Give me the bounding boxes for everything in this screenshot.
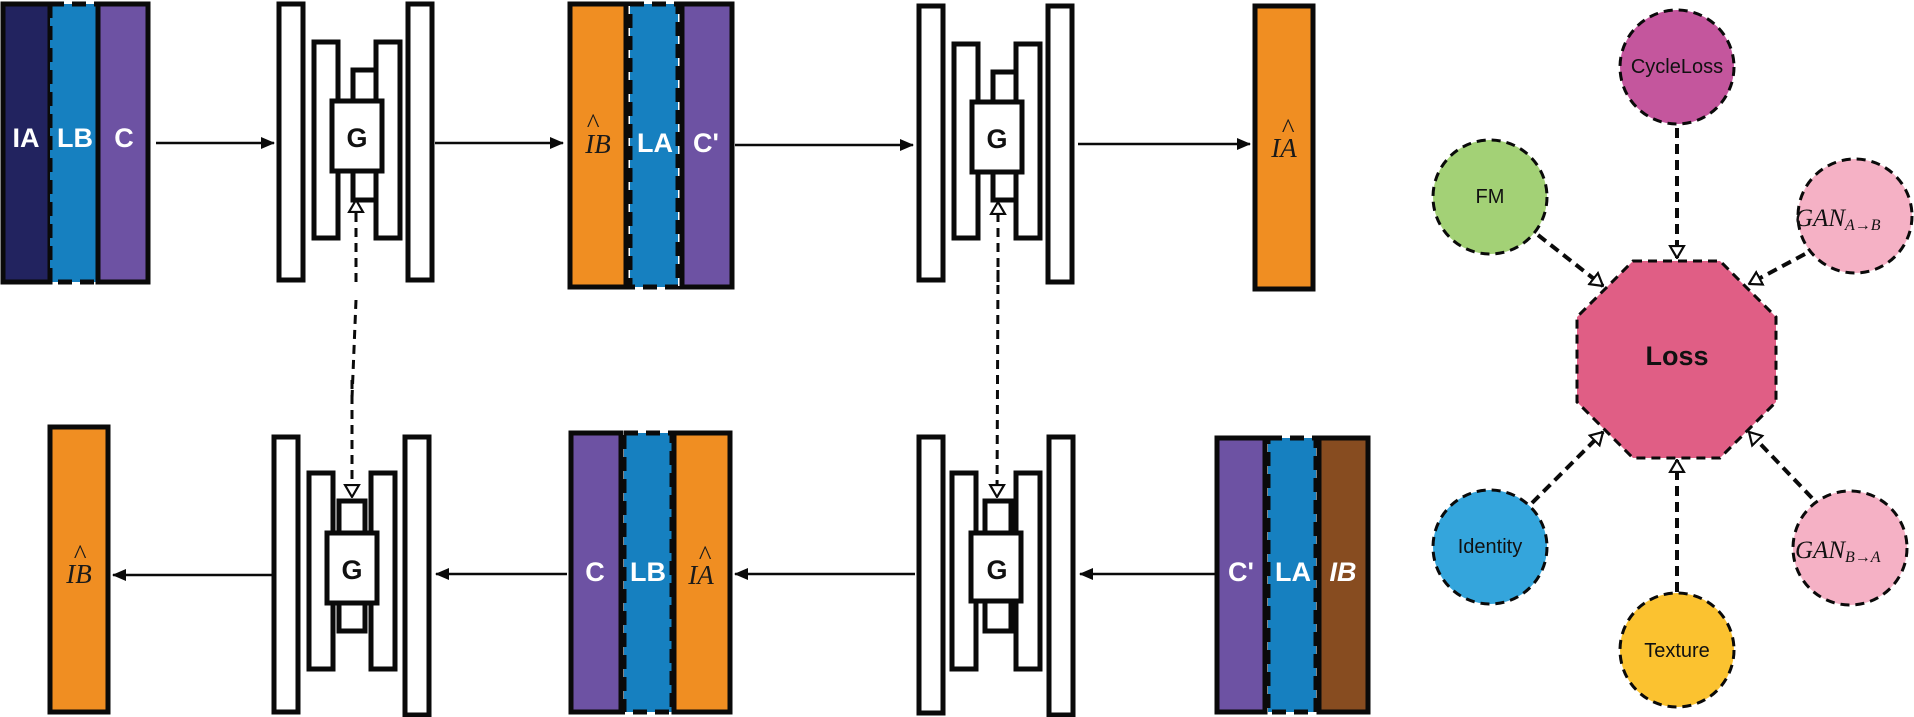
hat-icon: ^ [73, 539, 86, 569]
segment-c [95, 1, 151, 285]
top-input-stack: IA LB C [0, 1, 151, 285]
gan-subscript: B→A [1845, 549, 1881, 566]
label-ib-hat: IB [584, 129, 610, 159]
generator-core [968, 530, 1024, 604]
label-c: C [114, 123, 134, 153]
label-la: LA [637, 128, 673, 158]
gan-base: GAN [1795, 537, 1846, 564]
segment-ia [0, 1, 53, 285]
label-ia-hat: IA [1270, 133, 1297, 163]
label-c-prime: C' [1228, 557, 1254, 587]
node-cycleloss-label: CycleLoss [1631, 56, 1723, 78]
edge-gan-ba-to-loss [1749, 432, 1814, 500]
loss-node [1575, 259, 1778, 460]
label-ib: IB [1330, 557, 1357, 587]
edge-gan-ab-to-loss [1749, 252, 1806, 286]
generator-label: G [986, 555, 1007, 585]
bottom-input-stack: C' LA IB [1214, 435, 1371, 715]
node-texture [1618, 591, 1736, 709]
segment-ib [1316, 435, 1371, 715]
label-lb: LB [630, 557, 666, 587]
label-la: LA [1275, 557, 1311, 587]
node-gan-ab-label: GANA→B [1795, 205, 1881, 234]
segment-c [568, 430, 624, 715]
generator-bottom-1: G [271, 434, 432, 717]
label-ia-hat: IA [687, 560, 714, 590]
edge-fm-to-loss [1536, 233, 1603, 288]
bottom-output: IB ^ [47, 424, 111, 715]
segment-c-prime [679, 1, 735, 290]
top-mid-stack: IB ^ LA C' [567, 1, 735, 290]
node-gan-ab [1796, 157, 1914, 275]
segment-la [1265, 435, 1319, 715]
generator-core [329, 98, 385, 174]
node-cycleloss [1618, 8, 1736, 126]
label-ia: IA [13, 123, 40, 153]
label-c: C [585, 557, 605, 587]
segment-la [627, 1, 681, 290]
generator-top-1: G [276, 1, 435, 283]
generator-core [324, 530, 380, 606]
shared-arrow-down-right [997, 269, 998, 497]
top-output: IA ^ [1252, 3, 1316, 292]
hat-icon: ^ [698, 540, 711, 570]
segment-ia-hat [671, 430, 733, 715]
node-fm [1431, 138, 1549, 256]
generator-top-2: G [916, 3, 1075, 285]
hat-icon: ^ [586, 108, 599, 138]
node-gan-ba [1791, 489, 1909, 607]
generator-core [969, 99, 1025, 175]
bottom-mid-stack: C LB IA ^ [568, 430, 733, 715]
segment-ib-hat [567, 1, 629, 290]
label-c-prime: C' [693, 128, 719, 158]
node-identity [1431, 488, 1549, 606]
segment-ia-hat [1252, 3, 1316, 292]
gan-base: GAN [1795, 205, 1846, 232]
loss-label: Loss [1645, 341, 1708, 371]
gan-subscript: A→B [1844, 217, 1881, 234]
generator-label: G [986, 124, 1007, 154]
generator-bottom-2: G [916, 434, 1076, 717]
hat-icon: ^ [1281, 113, 1294, 143]
generator-label: G [346, 123, 367, 153]
label-ib-hat: IB [65, 559, 91, 589]
loss-graph: Loss CycleLoss FM GANA→B Identity Textur… [1431, 8, 1914, 709]
edge-identity-to-loss [1530, 432, 1603, 505]
segment-ib-hat [47, 424, 111, 715]
node-gan-ba-label: GANB→A [1795, 537, 1881, 566]
label-lb: LB [57, 123, 93, 153]
segment-c-prime [1214, 435, 1268, 715]
segment-lb [47, 1, 101, 285]
generator-label: G [341, 555, 362, 585]
node-texture-label: Texture [1644, 640, 1710, 662]
node-fm-label: FM [1476, 186, 1505, 208]
node-identity-label: Identity [1458, 536, 1522, 558]
